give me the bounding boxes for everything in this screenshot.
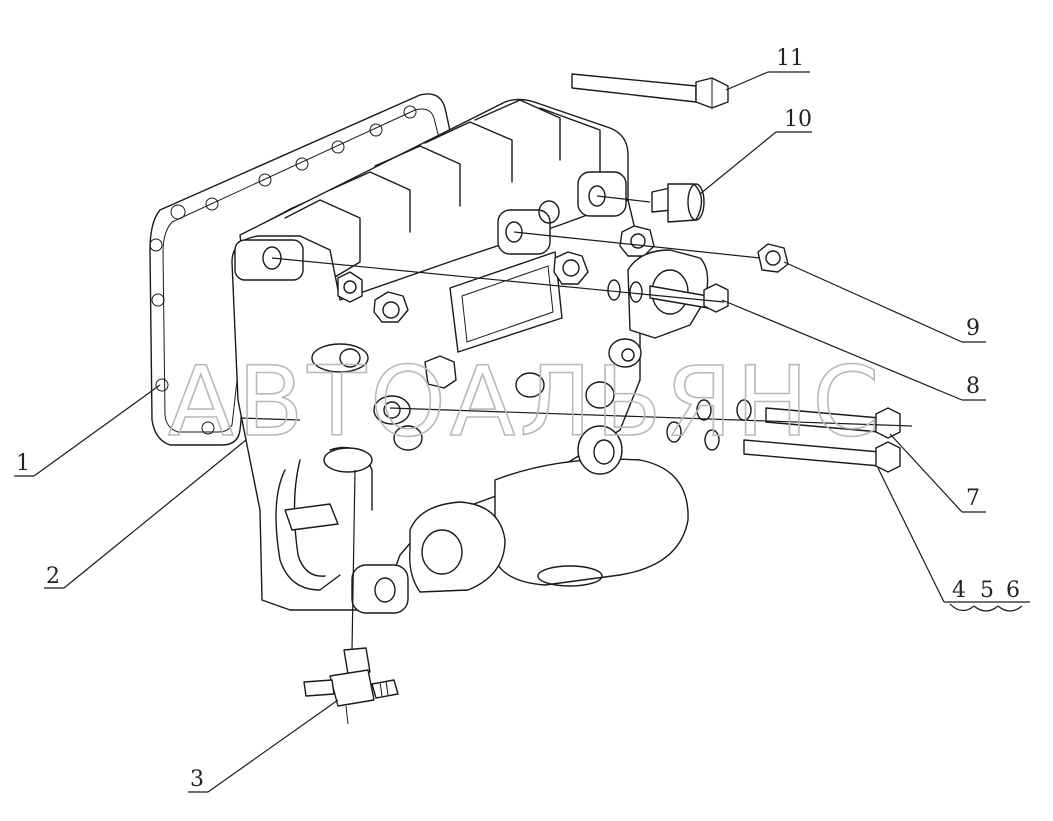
- gasket-part-1: [149, 93, 453, 446]
- callout-1: 1: [16, 451, 30, 476]
- bolt-part-11: [571, 73, 729, 109]
- nut-part-9: [757, 243, 789, 273]
- callout-labels: 1 2 3 4 5 6 7 8 9 10 11: [16, 46, 1020, 792]
- callout-5: 5: [980, 578, 994, 603]
- callout-2: 2: [46, 564, 60, 589]
- callout-10: 10: [784, 107, 812, 132]
- callout-11: 11: [776, 46, 804, 71]
- callout-4: 4: [952, 578, 966, 603]
- assembly-axis-lines: [239, 195, 913, 651]
- sensor-part-3: [303, 647, 399, 725]
- fitting-part-10: [651, 183, 705, 223]
- bolt-parts-4-5-6: [666, 421, 901, 473]
- gearbox-housing: [231, 98, 709, 614]
- callout-6: 6: [1006, 578, 1020, 603]
- callout-3: 3: [190, 767, 204, 792]
- callout-9: 9: [966, 316, 980, 341]
- bolt-part-7: [696, 399, 901, 439]
- callout-8: 8: [966, 374, 980, 399]
- bolt-part-8: [607, 279, 729, 313]
- callout-7: 7: [966, 486, 980, 511]
- watermark-text: АВТОАЛЬЯНС: [168, 346, 883, 458]
- leader-lines: [14, 71, 1030, 793]
